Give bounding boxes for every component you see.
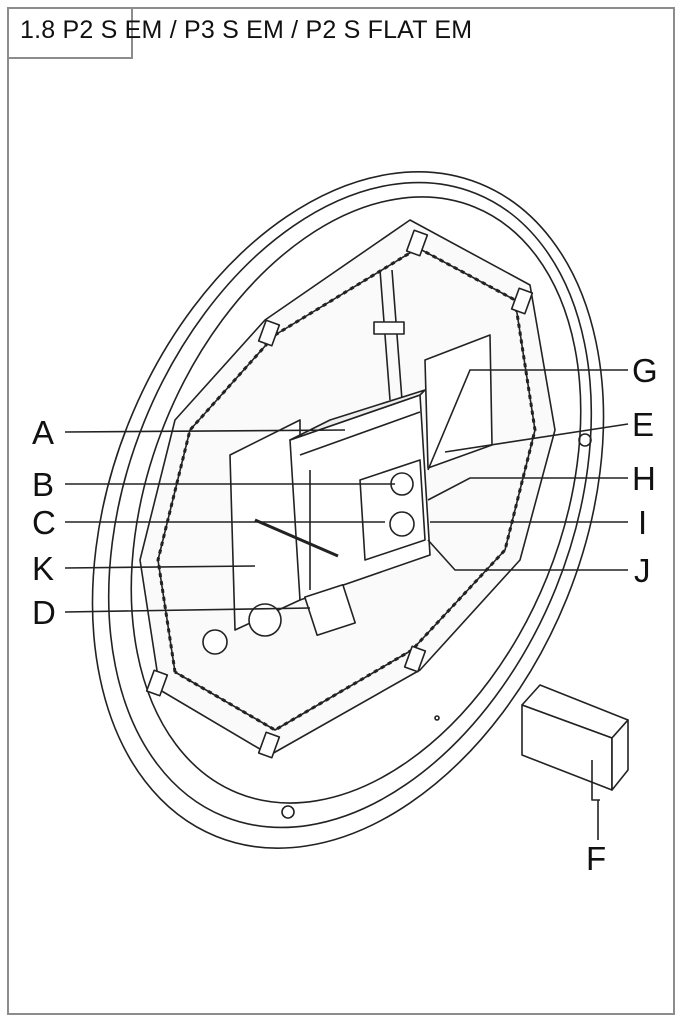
clip [257, 731, 281, 759]
label-f: F [586, 840, 606, 877]
screw [281, 805, 295, 819]
label-i: I [638, 504, 647, 541]
label-b: B [32, 466, 54, 503]
clip [145, 669, 169, 697]
indicator-led [389, 511, 415, 537]
chain-bottom [174, 648, 413, 732]
leader-e [444, 423, 629, 453]
section-number-box [7, 7, 133, 59]
terminal-block [303, 583, 357, 637]
label-j: J [634, 552, 651, 589]
support-rod [254, 518, 339, 558]
screw [578, 433, 592, 447]
page-title: 1.8 P2 S EM / P3 S EM / P2 S FLAT EM [20, 16, 473, 44]
chain-left [156, 333, 277, 673]
screw [434, 715, 440, 721]
suspension-wire [391, 269, 403, 401]
battery-box-top [289, 389, 426, 441]
label-a: A [32, 414, 54, 451]
label-c: C [32, 504, 56, 541]
label-k: K [32, 550, 54, 587]
leader-h [427, 477, 628, 501]
leader-d [64, 607, 311, 613]
label-g: G [632, 352, 658, 389]
clip [257, 319, 281, 347]
leader-j [427, 539, 628, 571]
leader-k [64, 565, 256, 569]
outer-ring-inner-edge [107, 181, 593, 829]
leader-g [427, 369, 628, 471]
cable-gland [248, 603, 282, 637]
page-frame [7, 7, 675, 1015]
label-d: D [32, 594, 56, 631]
clip [403, 645, 427, 673]
cable-gland [202, 629, 228, 655]
chain-right [410, 299, 537, 652]
bracket-f [521, 684, 629, 801]
label-h: H [632, 460, 656, 497]
clip [405, 229, 429, 257]
ring-rim [130, 196, 582, 804]
clip [510, 287, 534, 315]
chain-top [274, 246, 516, 337]
suspension-wire [379, 269, 391, 401]
label-e: E [632, 406, 654, 443]
leader-a [64, 429, 346, 433]
wire-clamp [373, 321, 405, 335]
